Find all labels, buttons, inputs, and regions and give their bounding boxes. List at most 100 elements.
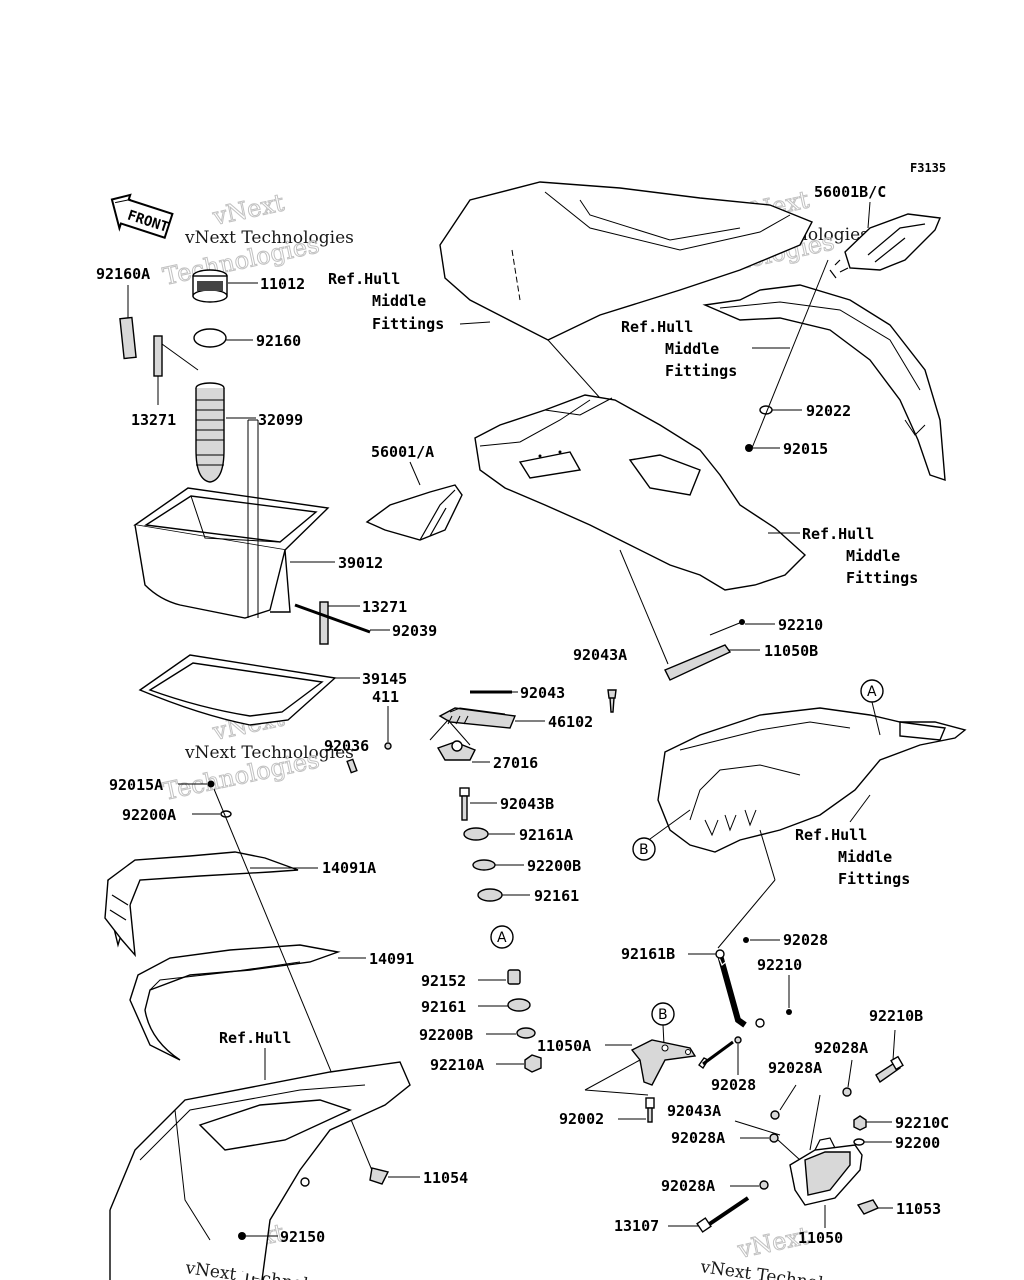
ref-hull-lower-shape [109,1061,411,1280]
marker-a-center [490,925,514,949]
svg-text:vNext Technologies: vNext Technologies [184,743,354,763]
label-92200A: 92200A [122,806,176,824]
label-92028A-c: 92028A [671,1129,725,1147]
label-92028-mid: 92028 [711,1076,756,1094]
part-46102-icon [438,707,516,729]
part-11050-icon [789,1137,863,1206]
ref-hull-rear-cover-shape [702,284,946,481]
label-39145: 39145 [362,670,407,688]
part-92028A-b-icon [770,1110,780,1120]
part-92039-icon [294,603,371,634]
label-11054: 11054 [423,1169,468,1187]
label-92039: 92039 [392,622,437,640]
ref-hull-seat-top-shape [439,181,813,341]
label-92200: 92200 [895,1134,940,1152]
part-92161-top-icon [477,888,503,902]
part-92002-icon [645,1097,655,1123]
label-92002: 92002 [559,1110,604,1128]
svg-text:Ref.Hull: Ref.Hull [328,270,400,288]
label-11050A: 11050A [537,1037,591,1055]
svg-text:B: B [658,1007,668,1023]
part-11053-icon [856,1199,880,1215]
label-14091: 14091 [369,950,414,968]
part-92160A-icon [119,316,137,360]
part-56001BC-icon [829,213,942,279]
label-92150: 92150 [280,1228,325,1246]
part-92043A-top-icon [607,689,617,713]
label-92015A: 92015A [109,776,163,794]
label-92160: 92160 [256,332,301,350]
svg-text:Ref.Hull: Ref.Hull [802,525,874,543]
part-92200A-icon [220,810,232,818]
watermark-bottom-right: vNext vNext Technologies [698,1221,869,1280]
svg-text:Fittings: Fittings [846,569,918,587]
part-13271-bottom-icon [319,601,329,645]
part-56001A-icon [365,484,463,541]
part-92015-icon [745,444,753,452]
svg-text:vNext Technologies: vNext Technologies [698,1257,869,1280]
svg-text:vNext Technologies: vNext Technologies [183,1258,354,1280]
ref-hull-label-3: Ref.Hull Middle Fittings [802,525,918,587]
marker-b-right [632,837,656,861]
part-92210C-icon [853,1115,867,1131]
part-14091-icon [129,944,341,1061]
part-92028A-c-icon [769,1133,779,1143]
label-92022: 92022 [806,402,851,420]
label-92152: 92152 [421,972,466,990]
figure-code: F3135 [910,161,946,175]
svg-text:B: B [639,842,649,858]
svg-text:vNext Technologies: vNext Technologies [184,228,354,248]
label-92028A-a: 92028A [814,1039,868,1057]
label-11012: 11012 [260,275,305,293]
part-92152-icon [507,969,521,985]
part-92028A-a-icon [842,1087,852,1097]
svg-text:Middle: Middle [665,340,719,358]
label-39012: 39012 [338,554,383,572]
label-411: 411 [372,688,399,706]
part-92028-mid-icon [734,1036,742,1044]
part-92210A-icon [524,1054,542,1073]
svg-text:Middle: Middle [846,547,900,565]
svg-text:Ref.Hull: Ref.Hull [795,826,867,844]
ref-hull-label: Ref.Hull [219,1029,291,1047]
label-27016: 27016 [493,754,538,772]
label-46102: 46102 [548,713,593,731]
part-92210B-icon [875,1055,904,1084]
ref-hull-middle-tray-shape [657,707,967,853]
label-92043A-lower: 92043A [667,1102,721,1120]
part-27016-icon [436,740,476,761]
part-92043A-lower-icon [698,1040,734,1070]
label-92160A: 92160A [96,265,150,283]
part-92200B-bottom-icon [516,1027,536,1039]
svg-text:Ref.Hull: Ref.Hull [621,318,693,336]
part-92200B-top-icon [472,859,496,871]
label-92161B: 92161B [621,945,675,963]
part-92161B-icon [715,949,765,1028]
ref-hull-center-tray-shape [474,394,807,591]
front-arrow-icon: FRONT [110,193,174,239]
label-92161-top: 92161 [534,887,579,905]
part-92036-icon [346,758,358,774]
label-92210-top: 92210 [778,616,823,634]
part-411-icon [384,742,392,750]
label-92200B-bottom: 92200B [419,1026,473,1044]
svg-text:Fittings: Fittings [838,870,910,888]
part-92150-icon [238,1232,246,1240]
svg-text:A: A [867,684,877,700]
label-92161A: 92161A [519,826,573,844]
label-14091A: 14091A [322,859,376,877]
svg-text:Middle: Middle [372,292,426,310]
label-11050B: 11050B [764,642,818,660]
label-92036: 92036 [324,737,369,755]
part-92028A-d-icon [759,1180,769,1190]
label-32099: 32099 [258,411,303,429]
part-92028-top-icon [743,937,749,943]
ref-hull-label-4: Ref.Hull Middle Fittings [795,826,910,888]
label-92210A: 92210A [430,1056,484,1074]
part-92161-bottom-icon [507,998,531,1012]
svg-text:Fittings: Fittings [665,362,737,380]
svg-text:vNext: vNext [209,188,287,231]
part-11050A-icon [630,1039,697,1086]
